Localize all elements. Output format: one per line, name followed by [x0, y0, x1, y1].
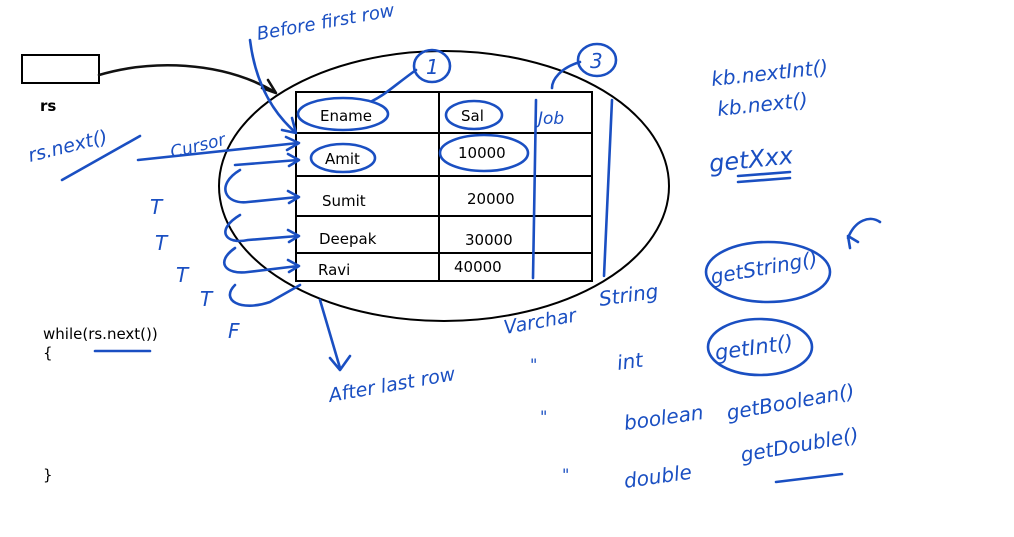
header-sal: Sal [461, 107, 484, 125]
note-before-first-row: Before first row [255, 0, 396, 45]
circle-3-number: 3 [590, 49, 603, 73]
step-arrow-2 [224, 168, 301, 205]
code-close-brace: } [43, 466, 53, 484]
type-ditto-2: " [540, 407, 547, 426]
java-type-string: String [597, 279, 659, 311]
resultset-pointer-arrowhead [260, 78, 278, 95]
code-open-brace: { [43, 344, 53, 362]
cursor-arrowhead [284, 135, 301, 152]
cell-sal-4: 40000 [454, 258, 502, 276]
data-table [295, 91, 593, 282]
cell-sal-3: 30000 [465, 231, 513, 249]
type-varchar: Varchar [502, 304, 579, 339]
circle-10000 [438, 133, 530, 173]
header-job: Job [535, 109, 564, 129]
flag-5: F [228, 319, 240, 343]
resultset-box [21, 54, 100, 84]
circle-getstring [704, 240, 832, 304]
circle-getint [706, 317, 814, 377]
cell-ename-3: Deepak [319, 230, 377, 248]
rs-next-underline [60, 134, 142, 182]
circle-3-marker [576, 42, 618, 78]
cursor-arrow [136, 141, 300, 162]
resultset-pointer-arrow [97, 64, 277, 94]
getstring-check [846, 217, 882, 250]
after-last-row-arrow [318, 298, 352, 372]
step-arrow-1 [233, 152, 301, 168]
cell-ename-1: Amit [325, 150, 360, 168]
circle-1-number: 1 [426, 55, 439, 79]
getter-getstring: getString() [709, 247, 820, 289]
circle-amit [309, 142, 377, 174]
cell-ename-2: Sumit [322, 192, 366, 210]
code-while-loop: while(rs.next()) [43, 325, 158, 343]
getter-getdouble: getDouble() [739, 423, 861, 467]
note-kb-next: kb.next() [716, 88, 809, 121]
note-kb-nextint: kb.nextInt() [710, 55, 829, 91]
getter-getint: getInt() [713, 330, 794, 365]
circle-1-pointer [370, 68, 418, 103]
java-type-double: double [622, 460, 693, 493]
circle-3-pointer [550, 60, 582, 90]
java-type-int: int [615, 347, 645, 375]
step-arrow-5 [228, 283, 302, 307]
step-arrow-4 [223, 246, 301, 274]
flag-1: T [150, 195, 164, 219]
before-first-row-arrowhead [280, 116, 298, 135]
getdouble-underline [774, 472, 844, 484]
note-cursor: Cursor [168, 130, 228, 163]
circle-ename [296, 96, 390, 132]
flag-2: T [155, 231, 169, 255]
step-arrow-3 [224, 213, 301, 244]
type-ditto-3: " [562, 465, 569, 484]
header-ename: Ename [320, 107, 372, 125]
flag-3: T [176, 263, 190, 287]
cell-sal-1: 10000 [458, 144, 506, 162]
before-first-row-arrow [248, 38, 297, 134]
cell-ename-4: Ravi [318, 261, 350, 279]
cell-sal-2: 20000 [467, 190, 515, 208]
getxxx-underline [736, 170, 792, 184]
job-column-line-left [531, 98, 538, 280]
flag-4: T [200, 287, 214, 311]
type-ditto-1: " [530, 355, 537, 374]
circle-1-marker [412, 48, 452, 84]
circle-sal [444, 99, 504, 131]
resultset-label: rs [40, 97, 56, 115]
resultset-ellipse [218, 50, 670, 322]
job-column-line-right [602, 98, 614, 278]
note-after-last-row: After last row [325, 363, 457, 407]
getter-getboolean: getBoolean() [725, 379, 857, 425]
java-type-boolean: boolean [622, 400, 705, 435]
